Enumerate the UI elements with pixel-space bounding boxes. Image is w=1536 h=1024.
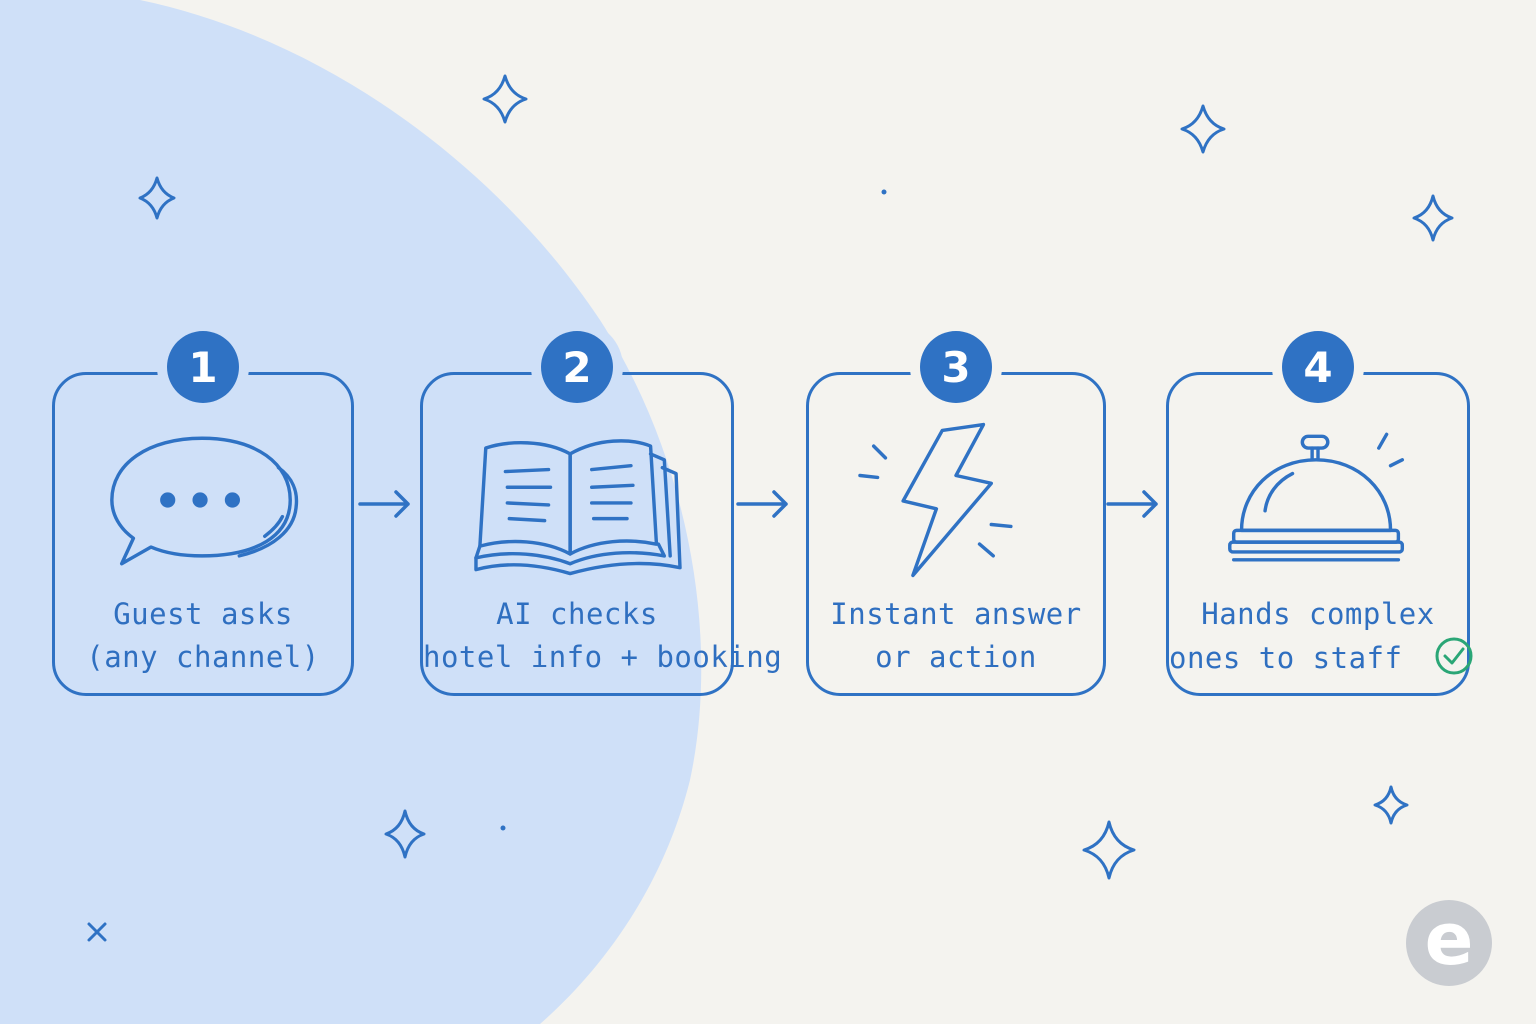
step-label-line: ones to staff: [1169, 636, 1473, 680]
arrow-right-icon: [1106, 490, 1158, 518]
arrow-right-icon: [358, 490, 410, 518]
step-card-2: 2 AI checks hotel info + booking: [420, 331, 783, 696]
step-label-2: AI checks hotel info + booking: [423, 593, 783, 679]
lightning-bolt-icon: [858, 422, 1013, 578]
service-bell-icon: [1228, 432, 1405, 562]
step-card-4: 4 Hands complex ones to staff: [1166, 331, 1473, 696]
step-label-4: Hands complex ones to staff: [1169, 593, 1473, 680]
step-label-line: (any channel): [86, 640, 320, 674]
step-card-1: 1 Guest asks (any channel): [52, 331, 354, 696]
step-label-1: Guest asks (any channel): [55, 593, 351, 679]
brand-logo: e: [1406, 900, 1492, 986]
step-badge-1: 1: [167, 331, 239, 403]
open-book-icon: [474, 439, 682, 576]
arrow-right-icon: [736, 490, 788, 518]
step-badge-2: 2: [541, 331, 613, 403]
step-label-line: Instant answer: [830, 597, 1082, 631]
step-label-line: hotel info + booking: [423, 640, 783, 674]
step-label-line: Hands complex: [1201, 597, 1435, 631]
step-label-line: AI checks: [496, 597, 658, 631]
step-label-text: ones to staff: [1169, 641, 1403, 675]
step-label-line: Guest asks: [113, 597, 293, 631]
step-badge-3: 3: [920, 331, 992, 403]
speech-bubble-icon: [110, 436, 299, 566]
step-label-line: or action: [875, 640, 1037, 674]
check-circle-icon: [1435, 637, 1473, 675]
step-card-3: 3 Instant answer or action: [806, 331, 1106, 696]
step-badge-4: 4: [1282, 331, 1354, 403]
step-label-3: Instant answer or action: [809, 593, 1103, 679]
